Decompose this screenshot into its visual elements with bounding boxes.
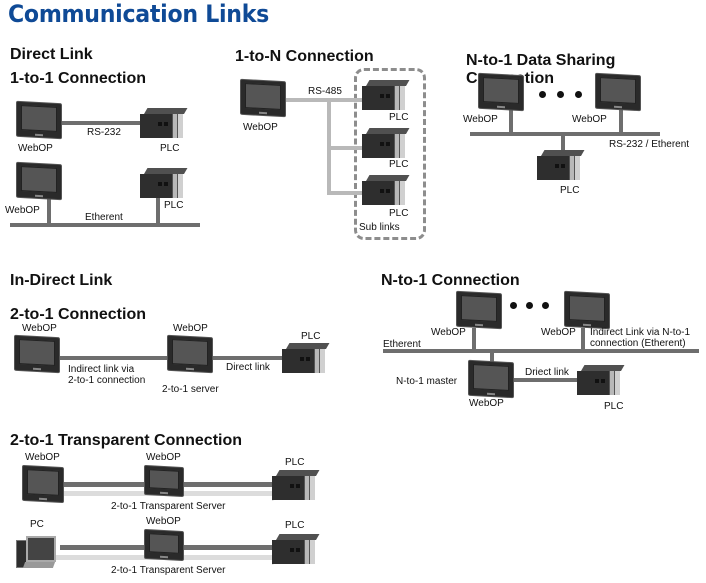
- direct-link-heading: Direct Link: [10, 46, 93, 63]
- device-label: PLC: [389, 208, 409, 219]
- link-label: RS-485: [308, 86, 342, 97]
- branch-line: [327, 191, 365, 195]
- bus-label: Etherent: [383, 339, 421, 350]
- plc-device-icon: [272, 470, 320, 500]
- device-label: WebOP: [146, 452, 181, 463]
- device-label: PLC: [160, 143, 180, 154]
- webop-device-icon: [22, 464, 64, 504]
- device-label: WebOP: [22, 323, 57, 334]
- server-role-label: 2-to-1 server: [162, 384, 219, 395]
- webop-device-icon: [564, 290, 610, 330]
- transparent-server-label: 2-to-1 Transparent Server: [111, 501, 226, 512]
- webop-device-icon: [468, 359, 514, 399]
- rs485-link-line: [285, 98, 365, 102]
- webop-device-icon: [167, 334, 213, 374]
- drop-line: [490, 352, 494, 364]
- device-label: WebOP: [243, 122, 278, 133]
- indirect-link-heading: In-Direct Link: [10, 272, 113, 289]
- transparent-heading: 2-to-1 Transparent Connection: [10, 432, 243, 449]
- device-label: WebOP: [18, 143, 53, 154]
- device-label: PLC: [164, 200, 184, 211]
- ellipsis-dot: [542, 302, 549, 309]
- pc-device-icon: [16, 536, 56, 570]
- drop-line: [47, 196, 51, 224]
- device-label: PLC: [285, 520, 305, 531]
- plc-device-icon: [282, 343, 330, 373]
- webop-device-icon: [595, 72, 641, 112]
- drop-line: [472, 328, 476, 350]
- drop-line: [156, 196, 160, 224]
- two-to-one-heading: 2-to-1 Connection: [10, 306, 146, 323]
- device-label: WebOP: [146, 516, 181, 527]
- indirect-link-label-line1: Indirect Link via N-to-1: [590, 327, 691, 338]
- one-to-n-heading: 1-to-N Connection: [235, 48, 374, 65]
- device-label: PLC: [389, 159, 409, 170]
- master-role-label: N-to-1 master: [396, 376, 458, 387]
- device-label: WebOP: [431, 327, 466, 338]
- rs485-trunk-line: [327, 98, 331, 193]
- ethernet-bus-line: [383, 349, 699, 353]
- device-label: WebOP: [541, 327, 576, 338]
- direct-link-label: Direct link: [226, 362, 270, 373]
- sub-links-label: Sub links: [359, 222, 400, 233]
- n-to-one-heading: N-to-1 Connection: [381, 272, 520, 289]
- device-label: WebOP: [572, 114, 607, 125]
- device-label: PLC: [604, 401, 624, 412]
- device-label: PLC: [560, 185, 580, 196]
- plc-device-icon: [537, 150, 585, 180]
- ethernet-bus-line: [10, 223, 200, 227]
- ellipsis-dot: [526, 302, 533, 309]
- device-label: PLC: [301, 331, 321, 342]
- webop-device-icon: [16, 161, 62, 201]
- webop-device-icon: [240, 78, 286, 118]
- rs232-link-line: [60, 121, 142, 125]
- webop-device-icon: [16, 100, 62, 140]
- webop-device-icon: [14, 334, 60, 374]
- webop-device-icon: [144, 528, 184, 562]
- page-title: Communication Links: [8, 0, 270, 28]
- shared-bus-line: [470, 132, 660, 136]
- ellipsis-dot: [539, 91, 546, 98]
- one-to-one-heading: 1-to-1 Connection: [10, 70, 146, 87]
- branch-line: [327, 146, 365, 150]
- plc-device-icon: [362, 128, 410, 158]
- device-label: WebOP: [173, 323, 208, 334]
- sub-links-group: [354, 68, 426, 240]
- drop-line: [561, 134, 565, 152]
- ellipsis-dot: [510, 302, 517, 309]
- direct-link-line: [510, 378, 580, 382]
- indirect-link-label-line2: 2-to-1 connection: [68, 375, 146, 386]
- webop-device-icon: [144, 464, 184, 498]
- device-label: PLC: [285, 457, 305, 468]
- device-label: PLC: [389, 112, 409, 123]
- device-label: WebOP: [5, 205, 40, 216]
- link-label: RS-232: [87, 127, 121, 138]
- plc-device-icon: [577, 365, 625, 395]
- indirect-link-label-line2: connection (Etherent): [590, 338, 686, 349]
- ellipsis-dot: [557, 91, 564, 98]
- webop-device-icon: [456, 290, 502, 330]
- transparent-server-label: 2-to-1 Transparent Server: [111, 565, 226, 576]
- plc-device-icon: [272, 534, 320, 564]
- device-label: WebOP: [469, 398, 504, 409]
- direct-link-label: Driect link: [525, 367, 569, 378]
- webop-device-icon: [478, 72, 524, 112]
- drop-line: [509, 110, 513, 134]
- device-label: PC: [30, 519, 44, 530]
- drop-line: [581, 328, 585, 350]
- ellipsis-dot: [575, 91, 582, 98]
- link-label: Etherent: [85, 212, 123, 223]
- plc-device-icon: [140, 108, 188, 138]
- link-label: RS-232 / Etherent: [609, 139, 690, 150]
- plc-device-icon: [362, 80, 410, 110]
- plc-device-icon: [362, 175, 410, 205]
- device-label: WebOP: [463, 114, 498, 125]
- indirect-link-label-line1: Indirect link via: [68, 364, 135, 375]
- plc-device-icon: [140, 168, 188, 198]
- device-label: WebOP: [25, 452, 60, 463]
- drop-line: [619, 110, 623, 134]
